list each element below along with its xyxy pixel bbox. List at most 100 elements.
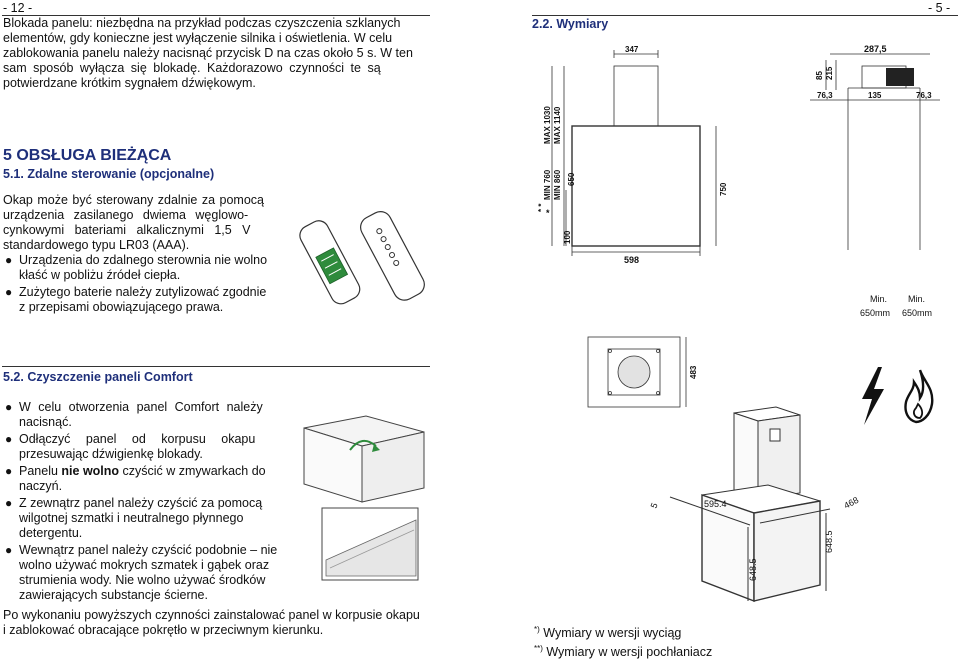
dim-85: 85 xyxy=(815,71,824,80)
dim-2875: 287,5 xyxy=(864,44,887,54)
section-5-title: 5 OBSŁUGA BIEŻĄCA xyxy=(3,147,172,164)
dim-135: 135 xyxy=(868,91,882,100)
bullet-icon: ● xyxy=(5,543,13,557)
dim-min2: MIN 860 xyxy=(553,169,562,200)
left-page-number: - 12 - xyxy=(3,1,33,15)
open-remote-icon xyxy=(299,220,361,305)
dim-763a: 76,3 xyxy=(817,91,833,100)
bullet-line: kłaść w pobliżu źródeł ciepła. xyxy=(19,268,181,282)
dim-468: 468 xyxy=(842,495,860,511)
bullet-line: detergentu. xyxy=(19,526,83,540)
list-item: ● Wewnątrz panel należy czyścić podobnie… xyxy=(3,543,293,603)
bullet-line: przesuwając dźwigienkę blokady. xyxy=(19,447,203,461)
bullet-line: Z zewnątrz panel należy czyścić za pomoc… xyxy=(19,496,263,510)
bullet-text: czyścić w zmywarkach do xyxy=(119,464,266,478)
intro-line: sam sposób wyłącza się blokadę. Każdoraz… xyxy=(3,61,381,75)
bullet-line: zawierających substancje ścierne. xyxy=(19,588,208,602)
bullet-line: nacisnąć. xyxy=(19,415,72,429)
section-52-title: 5.2. Czyszczenie paneli Comfort xyxy=(3,370,193,384)
bullet-text: Panelu xyxy=(19,464,62,478)
dim-763b: 76,3 xyxy=(916,91,932,100)
right-header-rule xyxy=(532,15,958,16)
clean-bullets: ● W celu otworzenia panel Comfort należy… xyxy=(3,400,293,603)
bullet-line: wilgotnej szmatki i neutralnego płynnego xyxy=(19,511,244,525)
electric-hazard-icon xyxy=(862,367,884,425)
footnote-mark: *) xyxy=(534,625,540,634)
remote-line: urządzenia zasilanego dwiema węglowo- xyxy=(3,208,249,222)
bullet-icon: ● xyxy=(5,400,13,414)
remote-line: cynkowymi bateriami alkalicznymi 1,5 V xyxy=(3,223,251,237)
dim-650: 650 xyxy=(567,172,576,186)
footnote-mark: **) xyxy=(534,644,543,654)
final-line: i zablokować obracające pokrętło w przec… xyxy=(3,623,324,637)
dim-598: 598 xyxy=(624,255,639,265)
list-item: ● Zużytego baterie należy zutylizować zg… xyxy=(3,285,267,315)
dimension-drawing: 347 287,5 76,3 135 76,3 85 215 MAX 1030 … xyxy=(537,44,940,318)
side-duct-shape xyxy=(886,68,914,86)
list-item: ● Panelu nie wolno czyścić w zmywarkach … xyxy=(3,464,293,494)
remote-paragraph: Okap może być sterowany zdalnie za pomoc… xyxy=(3,193,264,253)
bullet-bold-text: nie wolno xyxy=(61,464,120,478)
bullet-line: strumienia wody. Nie wolno używać środkó… xyxy=(19,573,266,587)
comfort-panel-illustration xyxy=(303,415,425,581)
left-header-rule xyxy=(2,15,430,16)
bullet-line: naczyń. xyxy=(19,479,63,493)
remote-bullets: ● Urządzenia do zdalnego sterownia nie w… xyxy=(3,253,267,315)
intro-line: Blokada panelu: niezbędna na przykład po… xyxy=(3,16,401,30)
bullet-icon: ● xyxy=(5,253,13,267)
bullet-line: Panelu nie wolno czyścić w zmywarkach do xyxy=(19,464,293,479)
list-item: ● Odłączyć panel od korpusu okapu przesu… xyxy=(3,432,293,462)
dim-max1: MAX 1030 xyxy=(543,106,552,144)
dim-483: 483 xyxy=(689,365,698,379)
final-line: Po wykonaniu powyższych czynności zainst… xyxy=(3,608,420,622)
star-single: * xyxy=(546,208,550,218)
dim-min1: MIN 760 xyxy=(543,169,552,200)
dim-750: 750 xyxy=(719,182,728,196)
footnote: **) Wymiary w wersji pochłaniacz xyxy=(534,641,712,660)
island-hood-drawing: 5 595.4 468 648.5 648.5 xyxy=(650,406,860,603)
bullet-icon: ● xyxy=(5,464,13,478)
footnote-text: Wymiary w wersji pochłaniacz xyxy=(542,645,713,660)
bullet-line: W celu otworzenia panel Comfort należy xyxy=(19,400,263,414)
bullet-line: wolno używać mokrych szmatek i gąbek ora… xyxy=(19,558,270,572)
flame-icon xyxy=(904,369,934,424)
remote-line: standardowego typu LR03 (AAA). xyxy=(3,238,190,252)
section-51-title: 5.1. Zdalne sterowanie (opcjonalne) xyxy=(3,167,215,181)
footnotes: *) Wymiary w wersji wyciąg **) Wymiary w… xyxy=(534,622,712,660)
dim-max2: MAX 1140 xyxy=(553,106,562,144)
star-double: * * xyxy=(537,203,546,212)
closed-remote-icon xyxy=(360,211,425,301)
min-gas-value: 650mm xyxy=(860,308,890,318)
bullet-line: Wewnątrz panel należy czyścić podobnie –… xyxy=(19,543,278,557)
remote-line: Okap może być sterowany zdalnie za pomoc… xyxy=(3,193,264,207)
list-item: ● W celu otworzenia panel Comfort należy… xyxy=(3,400,293,430)
section-52-rule xyxy=(2,366,430,367)
bullet-line: Zużytego baterie należy zutylizować zgod… xyxy=(19,285,267,299)
min-electric-value: 650mm xyxy=(902,308,932,318)
remote-control-illustration xyxy=(299,211,425,305)
ceiling-plate-drawing: 483 xyxy=(587,336,698,408)
dim-5954: 595.4 xyxy=(704,499,727,509)
bullet-icon: ● xyxy=(5,432,13,446)
list-item: ● Z zewnątrz panel należy czyścić za pom… xyxy=(3,496,293,541)
min-electric-label: Min. xyxy=(908,294,925,304)
min-gas-label: Min. xyxy=(870,294,887,304)
dim-5: 5 xyxy=(650,501,660,509)
dim-215: 215 xyxy=(825,66,834,80)
dim-6485-side: 648.5 xyxy=(824,530,834,553)
dimensions-title: 2.2. Wymiary xyxy=(532,17,609,31)
footnote: *) Wymiary w wersji wyciąg xyxy=(534,622,712,641)
intro-paragraph: Blokada panelu: niezbędna na przykład po… xyxy=(3,16,413,91)
final-paragraph: Po wykonaniu powyższych czynności zainst… xyxy=(3,608,420,638)
bullet-line: Odłączyć panel od korpusu okapu xyxy=(19,432,256,446)
dim-6485-front: 648.5 xyxy=(748,558,758,581)
intro-line: zablokowania panelu należy nacisnąć przy… xyxy=(3,46,413,60)
dim-100: 100 xyxy=(563,230,572,244)
bullet-icon: ● xyxy=(5,285,13,299)
footnote-text: Wymiary w wersji wyciąg xyxy=(539,626,682,641)
bullet-line: z przepisami obowiązującego prawa. xyxy=(19,300,224,314)
bullet-line: Urządzenia do zdalnego sterownia nie wol… xyxy=(19,253,268,267)
intro-line: potwierdzane krótkim sygnałem dźwiękowym… xyxy=(3,76,256,90)
right-page-number: - 5 - xyxy=(928,1,951,15)
dim-347: 347 xyxy=(625,45,639,54)
